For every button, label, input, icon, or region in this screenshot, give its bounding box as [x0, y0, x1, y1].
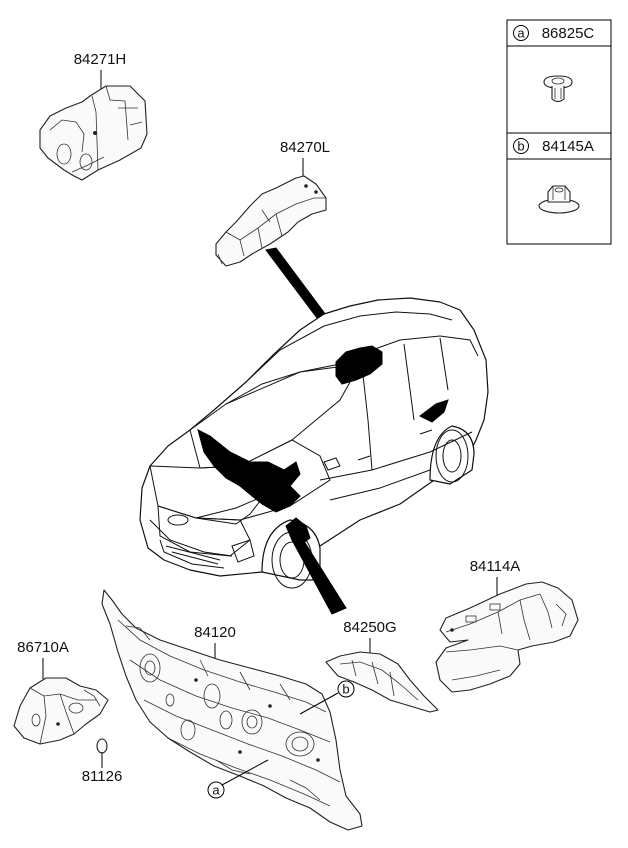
legend-b-part-number: 84145A [542, 138, 594, 155]
label-84271h: 84271H [74, 51, 127, 68]
part-84270l-insulator [215, 175, 327, 267]
callout-b-circle [337, 680, 355, 698]
legend-a-part-number: 86825C [542, 25, 595, 42]
legend-b-circle [513, 138, 529, 154]
legend-a-circle [513, 25, 529, 41]
label-84114a: 84114A [470, 558, 521, 575]
label-84250g: 84250G [343, 619, 396, 636]
leader-band-84250g [291, 537, 347, 615]
car-illustration [139, 297, 489, 589]
part-86710a-insulator [13, 677, 109, 745]
callout-a-circle [207, 781, 225, 799]
label-84120: 84120 [194, 624, 236, 641]
callout-a-letter: a [212, 783, 220, 798]
legend-b-letter: b [517, 139, 524, 154]
label-84270l: 84270L [280, 139, 330, 156]
label-81126: 81126 [82, 768, 123, 785]
part-81126-grommet [96, 738, 108, 754]
part-84271h-insulator [39, 85, 148, 181]
part-84120-dash-panel [101, 589, 363, 831]
callout-b-letter: b [342, 682, 349, 697]
label-86710a: 86710A [17, 639, 69, 656]
part-84250g-insulator [325, 651, 439, 713]
leader-callout-b [299, 692, 339, 715]
part-84114a-insulator [435, 581, 579, 693]
legend-a-letter: a [517, 26, 525, 41]
clip-86825c-icon [543, 75, 573, 103]
legend-table: a 86825C b 84145A [506, 19, 612, 245]
leader-callout-a [221, 759, 269, 786]
nut-84145a-icon [538, 185, 580, 214]
